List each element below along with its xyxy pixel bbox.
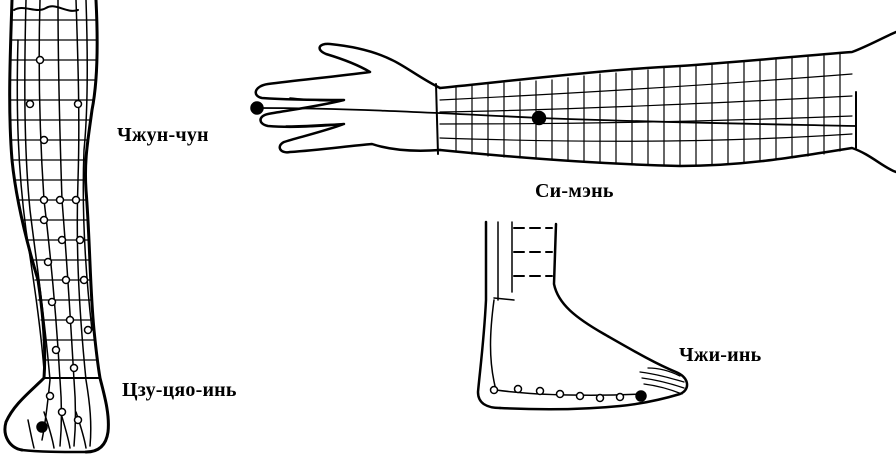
acupoint-marker [71,365,78,372]
hand-outline [256,44,440,152]
acupoint-marker [491,387,498,394]
acupoint-marker [85,327,92,334]
label-zhi-in: Чжи-инь [679,344,761,366]
acupoint-marker [75,101,82,108]
acupoint-marker [37,57,44,64]
foot-sole-edge [22,450,86,452]
acupoint-marker [49,299,56,306]
label-zhun-chun: Чжун-чун [117,124,209,146]
toe-line [28,420,34,448]
acupoint-marker [27,101,34,108]
arm-points [251,102,546,125]
arm-grid-longitudinal [440,74,852,141]
arm-outline-bottom [440,148,896,172]
acupoint-marker [81,277,88,284]
acupoint-marker [57,197,64,204]
acupoint-marker [75,417,82,424]
acupoint-marker [73,197,80,204]
acupoint-marker-active [533,112,546,125]
foot-points [491,386,647,402]
foot-outline-back [478,222,500,408]
label-si-men: Си-мэнь [535,180,614,202]
acupoint-marker [41,197,48,204]
foot-figure [478,222,687,409]
acupoint-marker [53,347,60,354]
acupoint-marker [41,217,48,224]
acupoint-marker [63,277,70,284]
foot-meridian-line [491,300,641,395]
acupoint-marker [47,393,54,400]
acupoint-marker-active [636,391,646,401]
acupoint-marker [597,395,604,402]
acupoint-marker [41,137,48,144]
leg-outline-right [85,0,108,452]
acupoint-marker [59,409,66,416]
acupoint-marker [577,393,584,400]
wrist-line [436,84,438,154]
acupoint-marker [515,386,522,393]
acupoint-marker-active [251,102,263,114]
acupoint-marker [617,394,624,401]
foot-ankle-mark [494,298,514,300]
acupoint-marker [59,237,66,244]
leg-figure [5,0,108,452]
acupoint-marker-active [37,422,47,432]
acupoint-marker [45,259,52,266]
label-czu-cyao-in: Цзу-цяо-инь [122,379,237,401]
knee-contour [14,6,78,11]
acupoint-marker [557,391,564,398]
acupoint-marker [77,237,84,244]
arm-outline-top [440,32,896,88]
toe-line [642,378,684,388]
acupoint-marker [537,388,544,395]
arm-figure [256,32,896,172]
acupoint-marker [67,317,74,324]
